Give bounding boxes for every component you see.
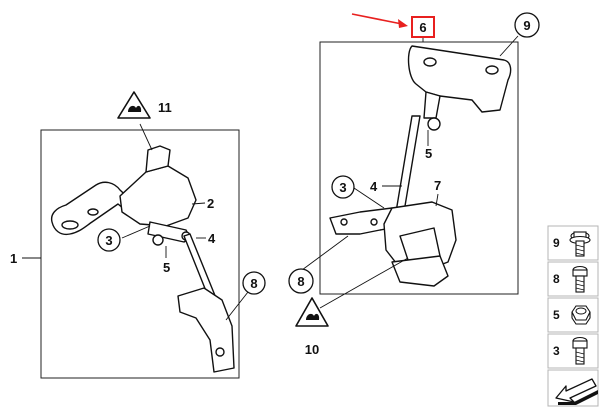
callout-6: 6 [419,20,426,35]
callout-8-left-circle [242,271,266,295]
leader-9 [499,35,519,57]
legend-label-9: 9 [553,236,560,250]
clip-warning-triangle-icon [117,91,151,119]
leader-3-left [121,225,151,239]
callout-2: 2 [207,196,214,211]
legend-label-3: 3 [553,344,560,358]
parts-legend: 9 8 5 3 [547,225,599,407]
left-lower-arm [177,287,235,373]
arrow-icon [555,378,598,405]
right-link-nut [427,117,441,131]
callout-11: 11 [158,100,172,115]
right-lower-bracket-hole [370,218,378,226]
callout-5-right: 5 [425,146,432,161]
left-lever-pivot [152,234,164,246]
right-sensor-base [391,255,449,287]
callout-6-highlight-box [411,16,435,38]
screw-flange-icon [569,231,591,257]
right-coupling-rod [395,115,421,213]
leader-2 [191,202,206,205]
left-sensor-connector [145,145,171,173]
callout-3-right-circle [331,175,355,199]
callout-3-left: 3 [105,233,112,248]
right-top-bracket [407,45,512,113]
right-bracket-hole [485,65,499,75]
callout-9: 9 [523,18,530,33]
callout-3-left-circle [97,228,121,252]
callout-8-left: 8 [250,276,257,291]
left-assembly-frame [40,129,240,379]
left-bracket-hole [87,208,99,216]
bolt-icon [572,336,588,365]
right-bracket-hole [423,57,437,67]
leader-8-left [225,291,249,321]
left-sensor-body [119,165,197,227]
clip-warning-triangle-icon [295,297,329,327]
right-upper-link [423,91,441,119]
callout-1: 1 [10,251,17,266]
legend-label-5: 5 [553,308,560,322]
callout-4-right: 4 [370,179,378,194]
left-assembly [22,123,249,379]
highlight-arrow-icon [351,13,408,28]
leader-10 [319,257,409,309]
leader-11 [139,123,153,151]
right-lower-bracket-hole [340,218,348,226]
callout-8-right-circle [288,268,314,294]
left-lower-arm-hole [215,347,225,357]
callout-4-left: 4 [208,231,216,246]
screw-icon [572,265,588,293]
right-assembly [301,35,519,309]
callout-9-circle [514,12,540,38]
callout-10: 10 [305,342,319,357]
legend-cell-8 [547,261,599,297]
callout-5-left: 5 [163,260,170,275]
leader-8-right [301,235,349,271]
callout-8-right: 8 [297,274,304,289]
callout-7: 7 [434,178,441,193]
left-bracket-hole [61,220,79,230]
callout-3-right: 3 [339,180,346,195]
leader-3-right [353,187,385,209]
hex-nut-icon [571,305,591,325]
right-assembly-frame [319,41,519,295]
leader-7 [435,193,439,207]
legend-label-8: 8 [553,272,560,286]
